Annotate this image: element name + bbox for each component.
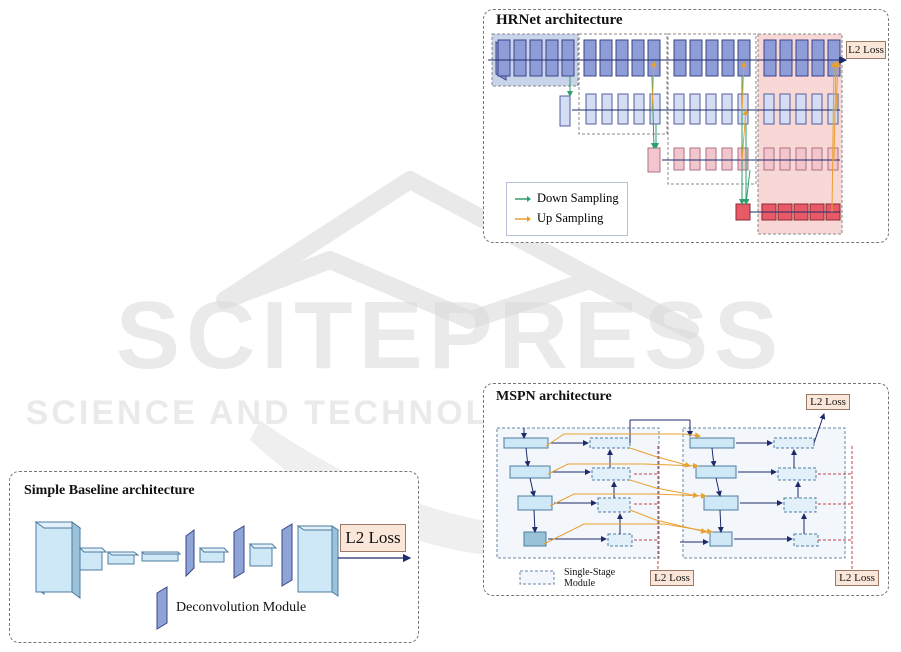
legend-up-label: Up Sampling	[537, 211, 603, 226]
simple-baseline-l2-loss: L2 Loss	[340, 524, 406, 552]
hrnet-l2-loss: L2 Loss	[846, 41, 886, 59]
watermark-brand: SCITEPRESS	[116, 282, 784, 389]
mspn-diagram	[484, 384, 888, 595]
legend-down-label: Down Sampling	[537, 191, 619, 206]
hrnet-panel: HRNet architecture	[483, 9, 889, 243]
mspn-l2-loss-bottom-left: L2 Loss	[650, 570, 694, 586]
mspn-legend-swatch	[520, 571, 554, 584]
simple-baseline-diagram	[10, 472, 418, 642]
mspn-l2-loss-top: L2 Loss	[806, 394, 850, 410]
up-arrow-icon	[515, 215, 531, 223]
hrnet-legend: Down Sampling Up Sampling	[506, 182, 628, 236]
legend-down-sampling: Down Sampling	[515, 191, 619, 206]
simple-baseline-legend-label: Deconvolution Module	[176, 600, 306, 616]
mspn-legend-label: Single-Stage Module	[564, 567, 626, 589]
simple-baseline-upsampled-features	[200, 526, 338, 596]
mspn-l2-loss-bottom-right: L2 Loss	[835, 570, 879, 586]
simple-baseline-panel: Simple Baseline architecture	[9, 471, 419, 643]
legend-up-sampling: Up Sampling	[515, 211, 603, 226]
mspn-panel: MSPN architecture	[483, 383, 889, 596]
down-arrow-icon	[515, 195, 531, 203]
simple-baseline-backbone	[36, 522, 180, 598]
